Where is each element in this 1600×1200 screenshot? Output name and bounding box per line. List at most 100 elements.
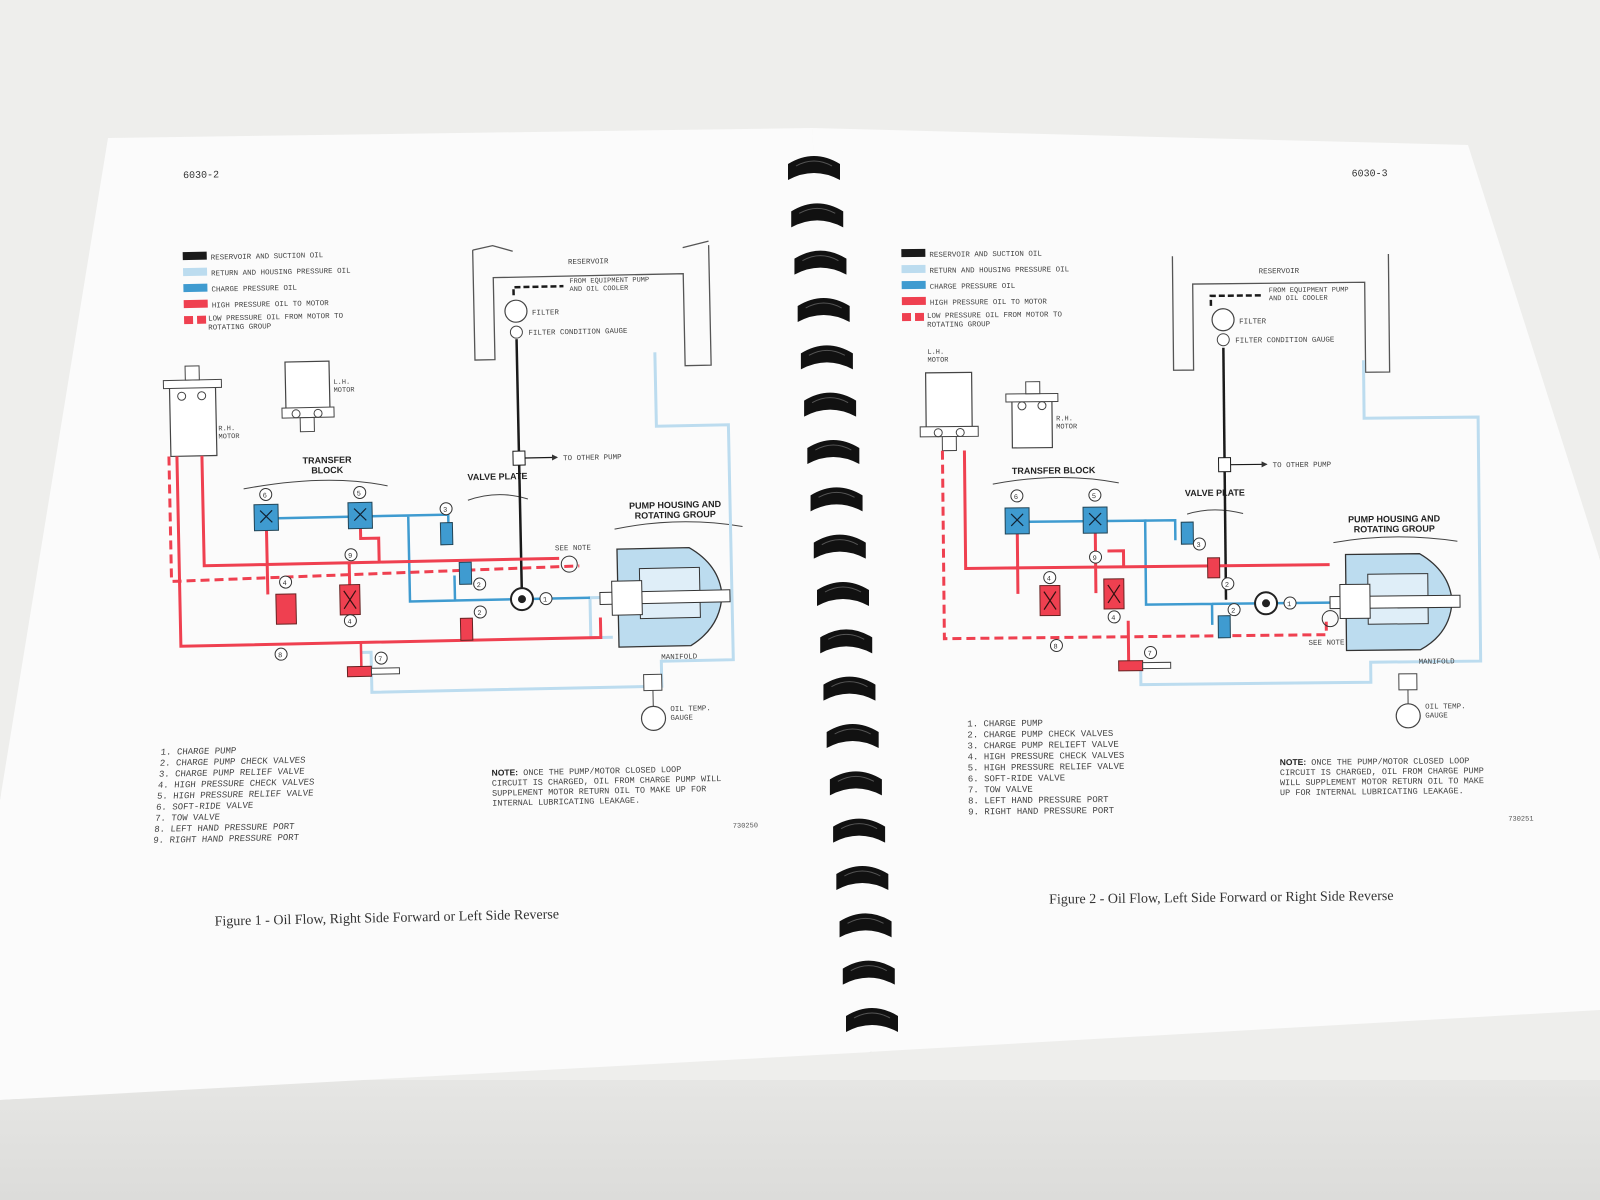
left-to-other-pump-label: TO OTHER PUMP: [563, 454, 622, 463]
binding-coil-highlight: [844, 870, 881, 877]
binding-coil: [839, 913, 892, 938]
parts-item-8: 8. LEFT HAND PRESSURE PORT: [968, 795, 1109, 806]
right-valve-3: [1180, 521, 1194, 545]
left-note-title: NOTE:: [491, 767, 519, 778]
left-callouts: 6 5 3 9 4 4 2 2 1 8 7: [259, 485, 553, 665]
parts-item-1: 1. CHARGE PUMP: [160, 745, 236, 758]
callout-4a: 4: [1047, 576, 1051, 584]
parts-item-7: 7. TOW VALVE: [968, 785, 1033, 796]
left-note-text: ONCE THE PUMP/MOTOR CLOSED LOOP CIRCUIT …: [491, 764, 722, 809]
callout-1: 1: [543, 597, 547, 605]
binding-coil: [807, 440, 860, 464]
left-manifold-label: MANIFOLD: [661, 653, 698, 662]
left-filter-label: FILTER: [532, 309, 560, 318]
right-filter-icon: [1211, 308, 1235, 332]
left-reservoir: RESERVOIR FROM EQUIPMENT PUMP AND OIL CO…: [472, 240, 712, 367]
right-figure-code: 730251: [1508, 816, 1533, 824]
parts-item-8: 8. LEFT HAND PRESSURE PORT: [154, 821, 296, 835]
callout-8: 8: [1053, 643, 1057, 651]
legend-label-return: RETURN AND HOUSING PRESSURE OIL: [211, 268, 351, 279]
left-page-sheet: [0, 128, 870, 1100]
legend-label-low: LOW PRESSURE OIL FROM MOTOR TO ROTATING …: [926, 311, 1063, 330]
legend-label-charge: CHARGE PRESSURE OIL: [930, 283, 1016, 292]
binding-coil-highlight: [824, 586, 862, 593]
binding-coil: [823, 676, 876, 701]
left-pump-housing: [599, 546, 731, 648]
callout-6: 6: [263, 492, 267, 500]
left-filter-icon: [504, 299, 528, 323]
left-legend: RESERVOIR AND SUCTION OIL RETURN AND HOU…: [182, 251, 351, 333]
left-oil-temp-gauge-icon: [640, 705, 667, 731]
table-surface: [0, 1080, 1600, 1200]
left-valve-4a: [275, 593, 297, 625]
right-valve-4a: [1039, 584, 1061, 617]
callout-4b: 4: [347, 619, 351, 627]
legend-label-suction: RESERVOIR AND SUCTION OIL: [929, 251, 1042, 260]
right-tow-valve: [1118, 660, 1172, 672]
binding-coil: [826, 724, 879, 748]
callout-1: 1: [1287, 601, 1291, 609]
legend-swatch-low-a: [901, 313, 912, 322]
binding-coil: [846, 1008, 898, 1032]
legend-swatch-low-b: [914, 312, 925, 321]
right-filter-gauge-label: FILTER CONDITION GAUGE: [1235, 337, 1335, 346]
legend-swatch-low-a: [183, 315, 194, 325]
right-callouts: 6 5 3 9 4 4 2 2 1 8 7: [1010, 488, 1297, 660]
left-rh-motor: R.H. MOTOR: [162, 365, 240, 458]
legend-swatch-charge: [183, 283, 208, 293]
legend-swatch-high: [183, 299, 208, 309]
left-page: 6030-2 RESERVOIR AND SUCTION OIL RETURN …: [153, 170, 758, 929]
binding-coil-highlight: [798, 207, 836, 214]
callout-4b: 4: [1111, 615, 1115, 623]
binding-coil-highlight: [834, 728, 871, 735]
callout-5: 5: [1092, 493, 1096, 501]
lh-motor-label: L.H. MOTOR: [927, 348, 949, 365]
right-pump-housing-label: PUMP HOUSING AND ROTATING GROUP: [1348, 513, 1441, 535]
binding-coil-highlight: [802, 255, 839, 262]
binding-coil: [791, 203, 844, 228]
right-note-title: NOTE:: [1279, 756, 1307, 768]
binding-coil: [800, 345, 853, 370]
callout-2a: 2: [477, 582, 481, 590]
binding-coil-highlight: [811, 397, 849, 404]
right-valve-plate-label: VALVE PLATE: [1184, 487, 1245, 499]
left-note: NOTE: ONCE THE PUMP/MOTOR CLOSED LOOP CI…: [492, 763, 723, 809]
parts-item-3: 3. CHARGE PUMP RELIEFT VALVE: [967, 740, 1118, 752]
binding-coil: [836, 866, 889, 890]
right-legend: RESERVOIR AND SUCTION OIL RETURN AND HOU…: [901, 248, 1070, 330]
binding-coil: [817, 582, 869, 606]
parts-item-7: 7. TOW VALVE: [155, 812, 221, 824]
right-reservoir-label: RESERVOIR: [1259, 268, 1300, 276]
left-return-line: [361, 352, 735, 694]
right-caption: Figure 2 - Oil Flow, Left Side Forward o…: [1049, 889, 1394, 908]
left-tow-valve: [346, 665, 401, 678]
left-see-note-label: SEE NOTE: [555, 545, 592, 554]
left-valve-6: [253, 503, 280, 532]
binding-coil: [820, 629, 873, 654]
left-valve-2a: [458, 561, 473, 585]
binding-coil: [804, 392, 857, 417]
right-valve-4b: [1103, 578, 1125, 610]
parts-item-6: 6. SOFT-RIDE VALVE: [968, 773, 1065, 784]
left-low-pressure-line: [167, 456, 580, 584]
right-page-number: 6030-3: [1351, 169, 1387, 180]
right-page: 6030-3 RESERVOIR AND SUCTION OIL RETURN …: [901, 169, 1534, 908]
left-caption: Figure 1 - Oil Flow, Right Side Forward …: [215, 907, 560, 929]
parts-item-2: 2. CHARGE PUMP CHECK VALVES: [159, 755, 306, 769]
binding-coil-highlight: [831, 681, 868, 688]
left-reservoir-label: RESERVOIR: [568, 258, 609, 267]
binding-coil-highlight: [815, 444, 852, 451]
binding-coil: [829, 771, 882, 796]
callout-8: 8: [278, 652, 282, 660]
legend-label-return: RETURN AND HOUSING PRESSURE OIL: [930, 266, 1070, 275]
left-from-equipment-label: FROM EQUIPMENT PUMP AND OIL COOLER: [569, 276, 650, 295]
callout-2a: 2: [1225, 582, 1229, 590]
right-from-equipment-label: FROM EQUIPMENT PUMP AND OIL COOLER: [1268, 286, 1349, 304]
callout-3: 3: [1196, 542, 1200, 550]
binding-coil-highlight: [850, 965, 888, 972]
binding-coil: [842, 960, 895, 985]
left-oil-temp-gauge-label: OIL TEMP. GAUGE: [670, 705, 711, 724]
right-valve-5: [1082, 506, 1108, 534]
right-note: NOTE: ONCE THE PUMP/MOTOR CLOSED LOOP CI…: [1280, 755, 1490, 798]
right-to-other-pump-label: TO OTHER PUMP: [1273, 462, 1332, 471]
